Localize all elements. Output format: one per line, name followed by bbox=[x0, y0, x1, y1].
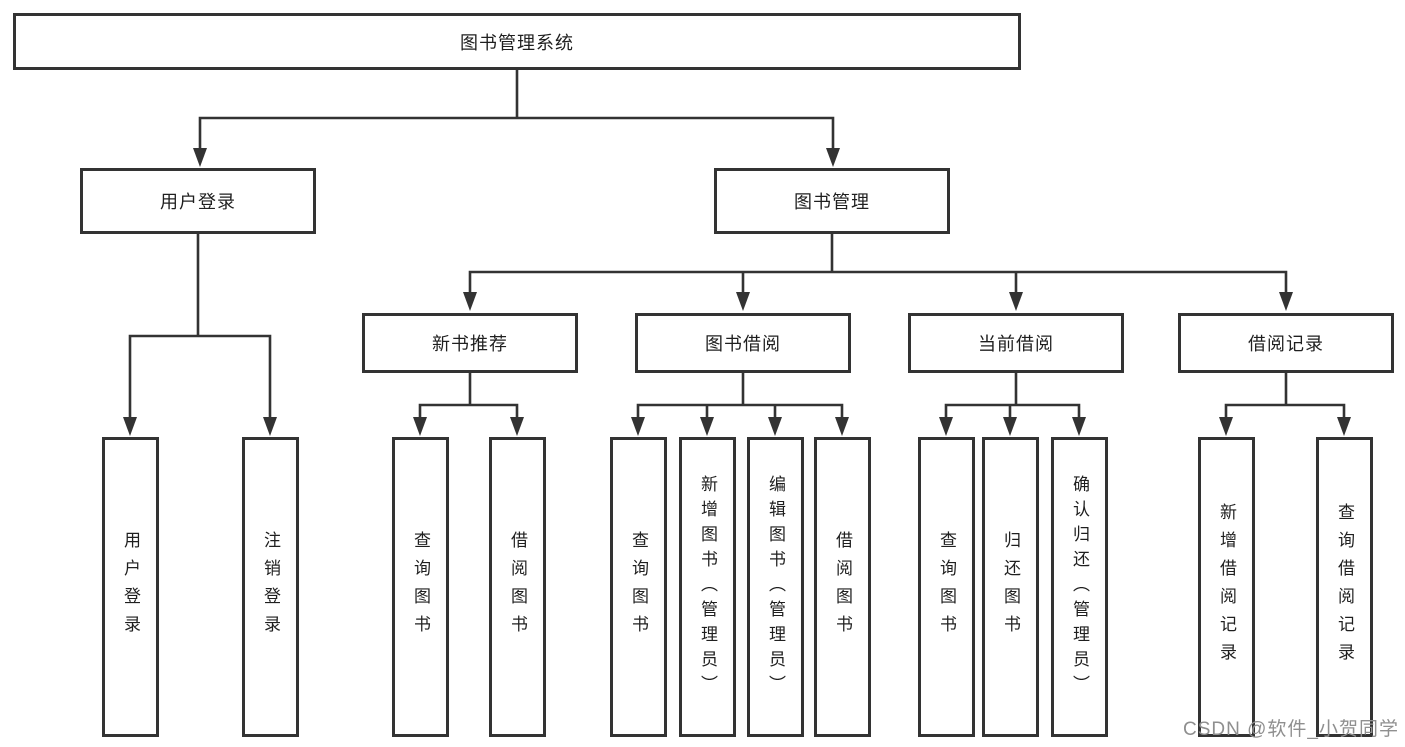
arrowhead-icon bbox=[700, 417, 714, 436]
arrowhead-icon bbox=[736, 292, 750, 311]
arrowhead-icon bbox=[1219, 417, 1233, 436]
leaf-nbr-borrow-books: 借阅图书 bbox=[489, 437, 546, 737]
arrowhead-icon bbox=[1003, 417, 1017, 436]
arrowhead-icon bbox=[1337, 417, 1351, 436]
arrowhead-icon bbox=[413, 417, 427, 436]
node-current-borrowing: 当前借阅 bbox=[908, 313, 1124, 373]
node-new-book-recommend: 新书推荐 bbox=[362, 313, 578, 373]
leaf-logout-label: 注销登录 bbox=[261, 531, 280, 643]
leaf-nbr-search-books: 查询图书 bbox=[392, 437, 449, 737]
arrowhead-icon bbox=[263, 417, 277, 436]
leaf-bb-search-books: 查询图书 bbox=[610, 437, 667, 737]
leaf-bb-search-books-label: 查询图书 bbox=[629, 531, 648, 643]
arrowhead-icon bbox=[1009, 292, 1023, 311]
arrowhead-icon bbox=[826, 148, 840, 167]
leaf-cb-search-books-label: 查询图书 bbox=[937, 531, 956, 643]
node-root: 图书管理系统 bbox=[13, 13, 1021, 70]
arrowhead-icon bbox=[510, 417, 524, 436]
leaf-bb-add-books: 新增图书（管理员） bbox=[679, 437, 736, 737]
leaf-bb-add-books-label: 新增图书（管理员） bbox=[698, 474, 717, 700]
arrowhead-icon bbox=[768, 417, 782, 436]
leaf-nbr-borrow-books-label: 借阅图书 bbox=[508, 531, 527, 643]
leaf-nbr-search-books-label: 查询图书 bbox=[411, 531, 430, 643]
leaf-user-login-label: 用户登录 bbox=[121, 531, 140, 643]
leaf-br-search-record: 查询借阅记录 bbox=[1316, 437, 1373, 737]
arrowhead-icon bbox=[123, 417, 137, 436]
node-book-management: 图书管理 bbox=[714, 168, 950, 234]
leaf-br-add-record-label: 新增借阅记录 bbox=[1217, 503, 1236, 671]
arrowhead-icon bbox=[939, 417, 953, 436]
leaf-bb-borrow-books-label: 借阅图书 bbox=[833, 531, 852, 643]
node-borrowing-records: 借阅记录 bbox=[1178, 313, 1394, 373]
leaf-bb-edit-books-label: 编辑图书（管理员） bbox=[766, 474, 785, 700]
node-user-login: 用户登录 bbox=[80, 168, 316, 234]
watermark: CSDN @软件_小贺同学 bbox=[1183, 719, 1399, 740]
leaf-cb-return-books: 归还图书 bbox=[982, 437, 1039, 737]
leaf-cb-confirm-return: 确认归还（管理员） bbox=[1051, 437, 1108, 737]
leaf-bb-borrow-books: 借阅图书 bbox=[814, 437, 871, 737]
leaf-br-search-record-label: 查询借阅记录 bbox=[1335, 503, 1354, 671]
arrowhead-icon bbox=[193, 148, 207, 167]
leaf-bb-edit-books: 编辑图书（管理员） bbox=[747, 437, 804, 737]
arrowhead-icon bbox=[1279, 292, 1293, 311]
leaf-logout: 注销登录 bbox=[242, 437, 299, 737]
leaf-br-add-record: 新增借阅记录 bbox=[1198, 437, 1255, 737]
arrowhead-icon bbox=[1072, 417, 1086, 436]
node-book-borrowing: 图书借阅 bbox=[635, 313, 851, 373]
arrowhead-icon bbox=[631, 417, 645, 436]
arrowhead-icon bbox=[463, 292, 477, 311]
arrowhead-icon bbox=[835, 417, 849, 436]
leaf-user-login: 用户登录 bbox=[102, 437, 159, 737]
leaf-cb-search-books: 查询图书 bbox=[918, 437, 975, 737]
leaf-cb-confirm-return-label: 确认归还（管理员） bbox=[1070, 474, 1089, 700]
leaf-cb-return-books-label: 归还图书 bbox=[1001, 531, 1020, 643]
